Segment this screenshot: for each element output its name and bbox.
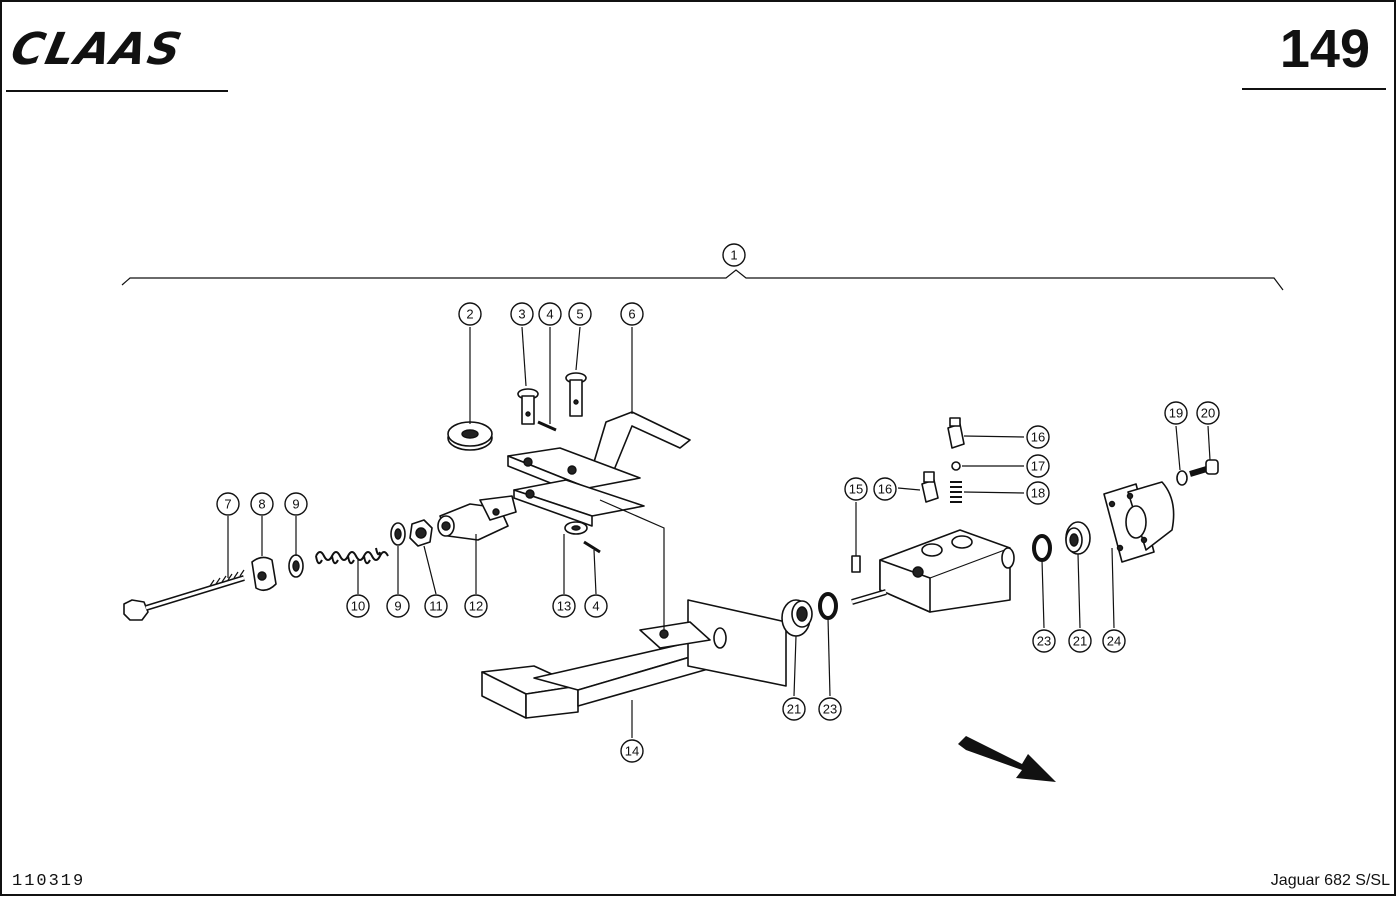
split-pin-4b (583, 540, 601, 554)
washer-9a (288, 554, 304, 578)
svg-text:23: 23 (823, 702, 837, 717)
spring-18 (950, 481, 962, 503)
screw-20 (1189, 459, 1219, 477)
seal-21a (781, 599, 813, 637)
washer-13 (564, 521, 588, 535)
washer-19 (1176, 470, 1188, 486)
bracket-plates (507, 447, 645, 527)
svg-text:19: 19 (1169, 406, 1183, 421)
svg-text:3: 3 (518, 307, 525, 322)
callout-5: 5 (568, 302, 592, 326)
svg-text:17: 17 (1031, 459, 1045, 474)
callout-4: 4 (538, 302, 562, 326)
svg-text:12: 12 (469, 599, 483, 614)
grease-nipple-16b (947, 417, 965, 449)
pulley-2 (447, 421, 493, 451)
svg-text:13: 13 (557, 599, 571, 614)
callout-14: 14 (620, 739, 644, 763)
model-name: Jaguar 682 S/SL (1270, 872, 1390, 889)
callout-1: 1 (722, 243, 746, 267)
clevis-12 (437, 495, 517, 541)
assembly-bracket (121, 269, 1284, 291)
callout-18: 18 (1026, 481, 1050, 505)
document-number: 110319 (12, 872, 86, 891)
svg-text:9: 9 (292, 497, 299, 512)
header-rule-left (6, 90, 228, 92)
svg-text:24: 24 (1107, 634, 1121, 649)
callout-24: 24 (1102, 629, 1126, 653)
callout-3: 3 (510, 302, 534, 326)
pin-3 (517, 388, 539, 425)
callout-13: 13 (552, 594, 576, 618)
leader-lines (227, 326, 1211, 738)
svg-text:14: 14 (625, 744, 639, 759)
header-rule-right (1242, 88, 1386, 90)
callout-20: 20 (1196, 401, 1220, 425)
svg-text:15: 15 (849, 482, 863, 497)
callout-8: 8 (250, 492, 274, 516)
barrel-nut-8 (251, 556, 277, 592)
svg-text:20: 20 (1201, 406, 1215, 421)
svg-text:10: 10 (351, 599, 365, 614)
callout-10: 10 (346, 594, 370, 618)
callout-17: 17 (1026, 454, 1050, 478)
callout-15: 15 (844, 477, 868, 501)
callout-4-lower: 4 (584, 594, 608, 618)
callout-2: 2 (458, 302, 482, 326)
shaft (851, 589, 887, 605)
callout-16-upper: 16 (1026, 425, 1050, 449)
svg-text:18: 18 (1031, 486, 1045, 501)
bolt-7 (123, 569, 245, 621)
svg-text:7: 7 (224, 497, 231, 512)
callout-7: 7 (216, 492, 240, 516)
callout-23: 23 (818, 697, 842, 721)
svg-text:23: 23 (1037, 634, 1051, 649)
callout-9-lower: 9 (386, 594, 410, 618)
svg-text:16: 16 (1031, 430, 1045, 445)
split-pin-4a (537, 420, 557, 432)
callout-9: 9 (284, 492, 308, 516)
svg-text:4: 4 (592, 599, 599, 614)
callout-12: 12 (464, 594, 488, 618)
valve-body (879, 529, 1015, 613)
svg-text:4: 4 (546, 307, 553, 322)
washer-9b (390, 522, 406, 546)
spring-10 (315, 547, 389, 565)
page-number: 149 (1279, 19, 1370, 79)
roll-pin-15 (851, 555, 861, 573)
lever-6 (593, 411, 691, 471)
svg-text:21: 21 (1073, 634, 1087, 649)
callout-19: 19 (1164, 401, 1188, 425)
callout-21: 21 (782, 697, 806, 721)
callout-23-right: 23 (1032, 629, 1056, 653)
nut-11 (409, 519, 433, 547)
seal-21b (1065, 521, 1091, 555)
callout-11: 11 (424, 594, 448, 618)
svg-text:16: 16 (878, 482, 892, 497)
svg-text:1: 1 (730, 248, 737, 263)
svg-text:8: 8 (258, 497, 265, 512)
callout-6: 6 (620, 302, 644, 326)
cover-flange-24 (1103, 481, 1175, 563)
svg-text:11: 11 (429, 599, 443, 614)
svg-text:5: 5 (576, 307, 583, 322)
frame-14 (481, 599, 787, 719)
o-ring-23a (818, 592, 838, 620)
svg-text:9: 9 (394, 599, 401, 614)
callout-16: 16 (873, 477, 897, 501)
svg-text:6: 6 (628, 307, 635, 322)
svg-text:2: 2 (466, 307, 473, 322)
o-ring-23b (1032, 534, 1052, 562)
callout-21-right: 21 (1068, 629, 1092, 653)
svg-text:21: 21 (787, 702, 801, 717)
direction-arrow-icon (958, 736, 1056, 782)
pin-5 (565, 372, 587, 417)
ball-17 (951, 461, 961, 471)
grease-nipple-16a (921, 471, 939, 503)
